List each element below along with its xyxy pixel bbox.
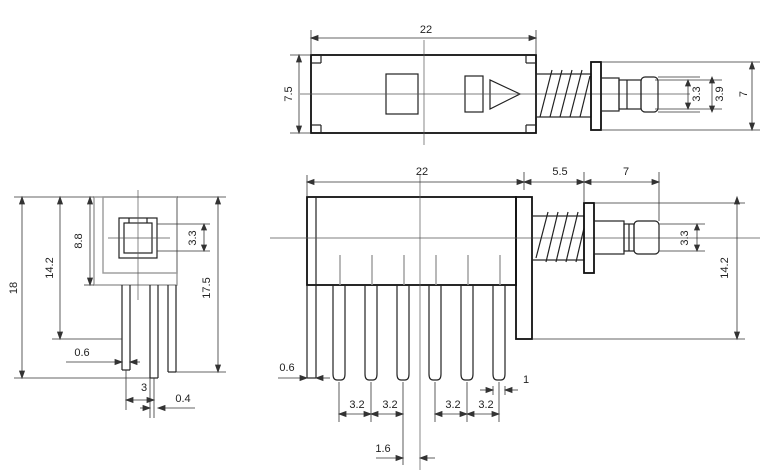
end-pins xyxy=(121,285,177,379)
side-pitch-2-label: 3.2 xyxy=(382,399,397,411)
top-shaft-tip xyxy=(640,76,659,113)
top-dim-7-label: 7 xyxy=(738,91,750,97)
end-dim-3-3-label: 3.3 xyxy=(187,230,199,245)
side-dim-22-label: 22 xyxy=(416,166,428,178)
side-dim-pitch xyxy=(337,382,501,422)
side-dim-0-6 xyxy=(278,374,330,382)
side-dim-1-6 xyxy=(376,422,435,465)
side-pitch-3-label: 3.2 xyxy=(445,399,460,411)
top-spring xyxy=(535,69,592,118)
side-dim-1-6-label: 1.6 xyxy=(375,443,390,455)
side-pitch-1-label: 3.2 xyxy=(349,399,364,411)
side-dim-top xyxy=(305,172,661,221)
side-dim-7-label: 7 xyxy=(623,166,629,178)
top-dim-3-9-label: 3.9 xyxy=(714,86,726,101)
side-dim-3-3 xyxy=(659,222,705,253)
end-dim-0-6-label: 0.6 xyxy=(74,347,89,359)
side-spring xyxy=(531,211,585,263)
end-view: 18 14.2 8.8 3.3 17.5 xyxy=(8,190,226,418)
side-dim-1 xyxy=(480,386,518,395)
end-dim-0-4-label: 0.4 xyxy=(175,393,190,405)
top-dim-7-5-label: 7.5 xyxy=(283,86,295,101)
top-flange xyxy=(590,61,602,131)
end-dim-3-3 xyxy=(157,222,210,253)
end-dim-8-8 xyxy=(84,195,94,287)
top-dim-22-label: 22 xyxy=(420,24,432,36)
side-right-lug xyxy=(515,196,533,340)
side-dim-14-2-label: 14.2 xyxy=(719,257,731,278)
end-dim-18-label: 18 xyxy=(8,282,20,294)
top-dim-3-3-label: 3.3 xyxy=(691,86,703,101)
top-dim-7-5 xyxy=(290,53,311,135)
side-internal-contacts xyxy=(339,255,501,285)
top-collar xyxy=(600,77,620,112)
end-dim-17-5-label: 17.5 xyxy=(201,277,213,298)
end-dim-0-6 xyxy=(66,358,140,366)
end-dim-8-8-label: 8.8 xyxy=(73,233,85,248)
top-view: 22 7.5 3.3 3.9 7 xyxy=(283,24,760,145)
side-dim-1-label: 1 xyxy=(523,374,529,386)
side-dim-5-5-label: 5.5 xyxy=(552,166,567,178)
end-dim-14-2 xyxy=(52,195,122,341)
top-shaft xyxy=(618,79,642,110)
end-dim-3-label: 3 xyxy=(141,382,147,394)
side-view: 22 5.5 7 3.3 14.2 0.6 xyxy=(270,166,760,470)
side-pitch-4-label: 3.2 xyxy=(478,399,493,411)
top-dim-shaft xyxy=(601,60,760,132)
top-triangle-mark xyxy=(489,79,522,110)
side-dim-0-6-label: 0.6 xyxy=(279,362,294,374)
end-dim-17-5 xyxy=(176,195,226,374)
top-dim-22 xyxy=(309,30,538,55)
top-corner-tabs xyxy=(311,55,536,133)
side-shaft-tip xyxy=(633,220,660,255)
end-dim-3 xyxy=(124,370,156,418)
end-housing-outer xyxy=(93,196,178,286)
side-pins xyxy=(332,285,506,381)
end-housing-inner xyxy=(102,196,178,274)
side-dim-14-2 xyxy=(532,195,745,341)
end-dim-18 xyxy=(14,195,150,380)
end-dim-14-2-label: 14.2 xyxy=(44,257,56,278)
end-dim-0-4 xyxy=(140,378,195,418)
side-collar xyxy=(593,220,625,255)
side-dim-3-3-label: 3.3 xyxy=(679,230,691,245)
side-body-outline xyxy=(306,196,517,286)
